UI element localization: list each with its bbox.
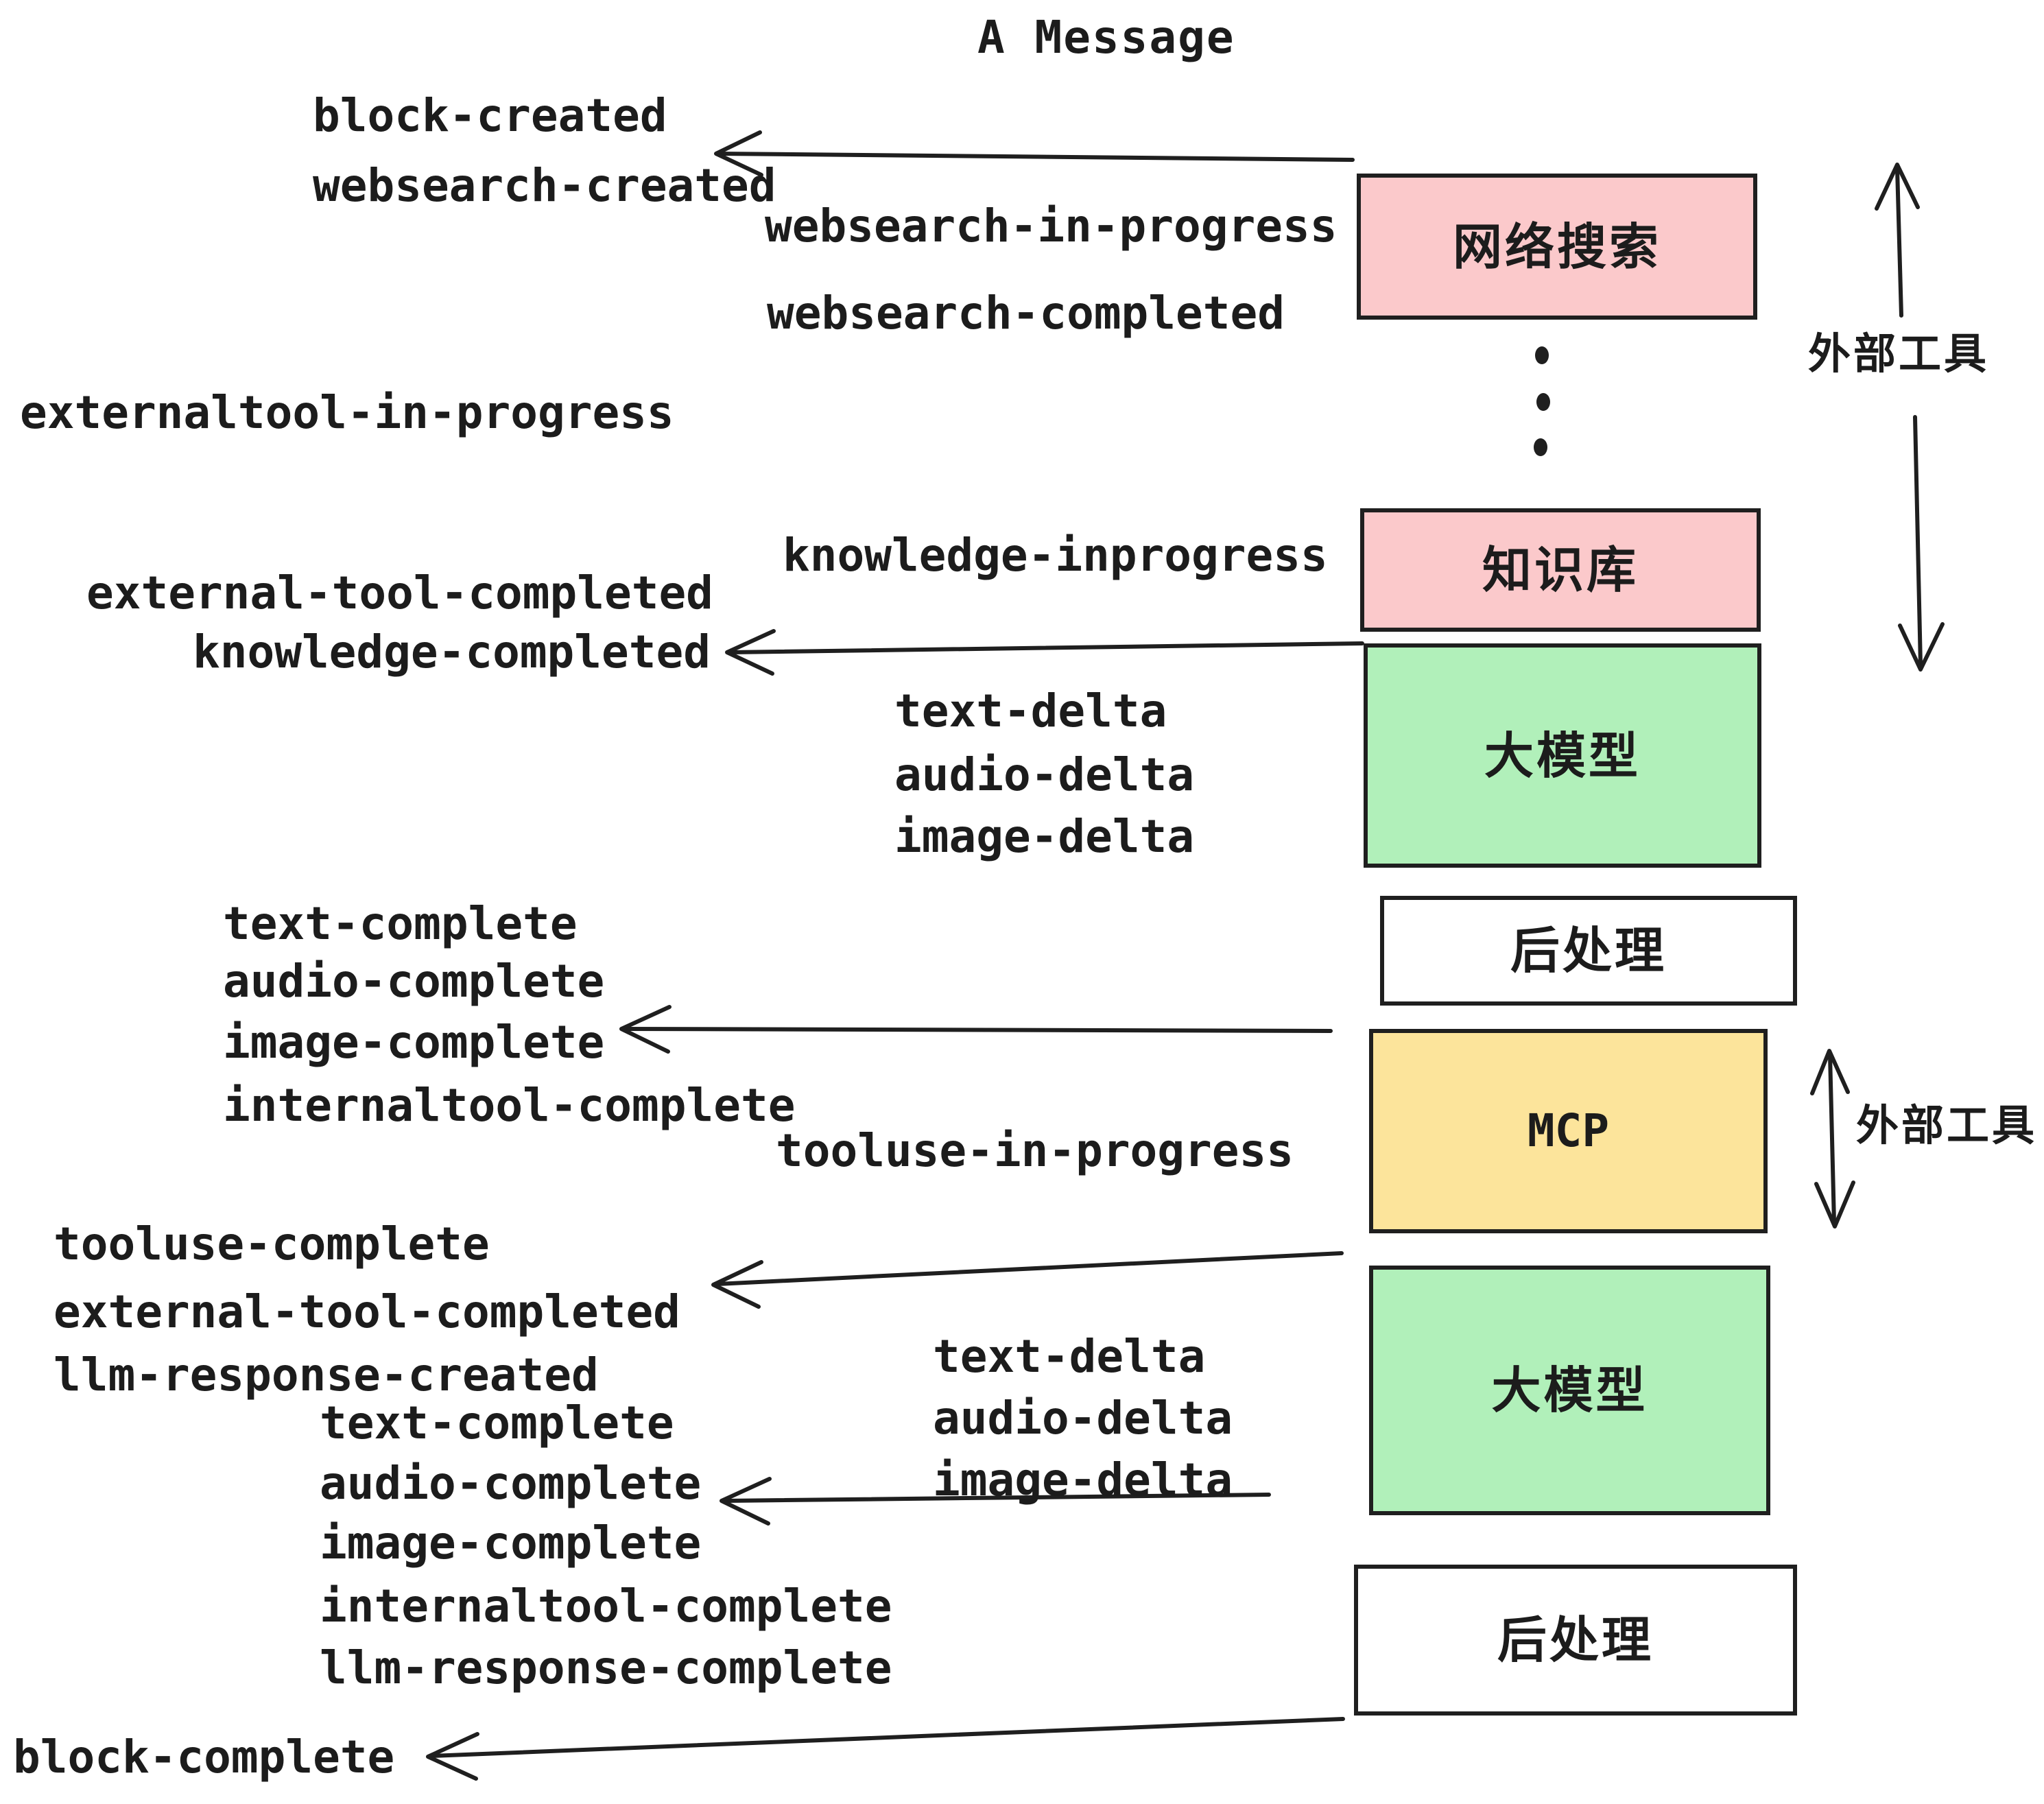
box-knowledge-label: 知识库: [1482, 541, 1639, 599]
event-websearch-in-progress: websearch-in-progress: [765, 200, 1338, 252]
event-block-complete: block-complete: [13, 1731, 395, 1783]
ellipsis-dots: [1534, 346, 1550, 456]
box-knowledge: 知识库: [1360, 508, 1761, 632]
event-audio-complete-2: audio-complete: [320, 1457, 702, 1510]
event-image-delta-1: image-delta: [894, 810, 1195, 863]
event-tooluse-complete: tooluse-complete: [54, 1218, 490, 1270]
event-llm-response-complete: llm-response-complete: [320, 1641, 892, 1694]
box-mcp-label: MCP: [1527, 1104, 1610, 1157]
event-text-complete-1: text-complete: [223, 897, 578, 950]
box-post-2: 后处理: [1354, 1565, 1797, 1716]
event-audio-complete-1: audio-complete: [223, 955, 605, 1008]
event-llm-response-created: llm-response-created: [54, 1349, 599, 1401]
arrow-to-knowledge-completed: [725, 629, 1364, 676]
event-image-delta-2: image-delta: [933, 1453, 1233, 1506]
external-tools-label-mcp: 外部工具: [1856, 1100, 2038, 1150]
event-block-created: block-created: [313, 89, 667, 142]
event-websearch-completed: websearch-completed: [767, 287, 1285, 340]
event-internaltool-complete-1: internaltool-complete: [223, 1079, 796, 1132]
external-tools-up-arrow: [1875, 163, 1920, 318]
box-llm-1: 大模型: [1364, 643, 1761, 868]
event-audio-delta-2: audio-delta: [933, 1392, 1233, 1445]
event-audio-delta-1: audio-delta: [894, 748, 1195, 801]
arrow-to-image-complete: [619, 1005, 1333, 1054]
event-knowledge-completed: knowledge-completed: [193, 626, 711, 678]
event-external-tool-completed-2: external-tool-completed: [54, 1285, 680, 1338]
event-websearch-created: websearch-created: [313, 159, 776, 212]
box-llm-2-label: 大模型: [1491, 1362, 1648, 1419]
event-externaltool-in-progress: externaltool-in-progress: [20, 386, 674, 439]
box-websearch-label: 网络搜索: [1452, 217, 1661, 276]
box-llm-2: 大模型: [1369, 1266, 1770, 1515]
event-tooluse-in-progress: tooluse-in-progress: [776, 1124, 1294, 1177]
diagram-title: A Message: [977, 11, 1235, 64]
event-image-complete-1: image-complete: [223, 1016, 605, 1069]
event-external-tool-completed: external-tool-completed: [86, 567, 713, 619]
box-llm-1-label: 大模型: [1484, 726, 1641, 785]
event-knowledge-inprogress: knowledge-inprogress: [783, 529, 1328, 582]
arrow-to-tooluse-complete: [711, 1251, 1344, 1309]
box-post-1: 后处理: [1380, 896, 1797, 1006]
event-text-delta-1: text-delta: [894, 685, 1167, 737]
event-internaltool-complete-2: internaltool-complete: [320, 1580, 892, 1633]
external-tools-label-top: 外部工具: [1808, 329, 1990, 379]
arrow-to-audio-complete: [720, 1477, 1271, 1526]
event-text-complete-2: text-complete: [320, 1397, 674, 1449]
box-mcp: MCP: [1369, 1029, 1768, 1233]
box-post-1-label: 后处理: [1510, 922, 1667, 980]
event-text-delta-2: text-delta: [933, 1330, 1206, 1383]
arrow-to-websearch-created: [714, 130, 1355, 177]
event-image-complete-2: image-complete: [320, 1517, 702, 1569]
box-websearch: 网络搜索: [1357, 174, 1757, 320]
external-tools-down-arrow: [1898, 415, 1945, 672]
mcp-external-tools-double-arrow: [1810, 1049, 1855, 1229]
arrow-to-block-complete: [426, 1717, 1345, 1781]
box-post-2-label: 后处理: [1497, 1611, 1654, 1669]
